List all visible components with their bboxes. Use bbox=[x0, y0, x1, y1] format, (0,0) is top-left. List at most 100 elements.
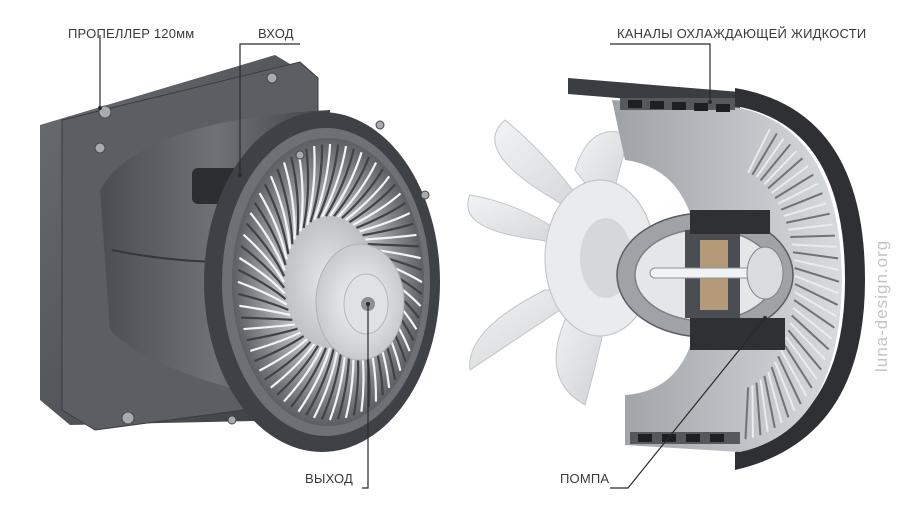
fin bbox=[355, 202, 407, 229]
fin bbox=[302, 148, 310, 229]
coolant-channel bbox=[694, 103, 708, 111]
fin bbox=[239, 304, 291, 317]
leader-dot bbox=[238, 173, 242, 177]
fin bbox=[258, 338, 308, 372]
fin bbox=[759, 143, 791, 182]
fin bbox=[792, 307, 833, 340]
fin bbox=[312, 346, 340, 419]
fin bbox=[276, 345, 320, 396]
screw bbox=[98, 105, 112, 119]
fin bbox=[744, 387, 750, 440]
fin bbox=[290, 156, 300, 236]
fin bbox=[249, 331, 301, 352]
screw bbox=[121, 411, 135, 425]
fin bbox=[317, 144, 340, 219]
fin bbox=[791, 243, 837, 248]
fin bbox=[337, 162, 378, 218]
fin bbox=[759, 379, 769, 433]
fin bbox=[777, 355, 802, 405]
screw bbox=[227, 415, 237, 425]
fin bbox=[283, 162, 296, 240]
fin bbox=[305, 146, 316, 226]
leader-outlet bbox=[362, 304, 369, 489]
coolant-channel bbox=[716, 104, 730, 112]
fin bbox=[780, 349, 808, 397]
leader-dot bbox=[708, 100, 712, 104]
outer-housing-arc bbox=[735, 88, 865, 470]
fin bbox=[793, 299, 835, 329]
fin bbox=[365, 233, 417, 241]
fin bbox=[269, 175, 292, 250]
fin bbox=[348, 183, 396, 224]
fin bbox=[794, 291, 837, 318]
pump-shaft bbox=[649, 267, 761, 279]
fin bbox=[264, 183, 290, 255]
fin bbox=[345, 175, 391, 221]
fin bbox=[258, 192, 288, 260]
fin bbox=[237, 268, 287, 300]
fin bbox=[367, 243, 419, 248]
fin bbox=[794, 283, 839, 306]
fin bbox=[242, 233, 285, 283]
fin bbox=[791, 314, 830, 351]
fin bbox=[253, 202, 287, 266]
fin bbox=[352, 192, 402, 226]
fin bbox=[774, 361, 796, 412]
fin bbox=[751, 385, 754, 438]
fin bbox=[767, 157, 804, 190]
fin bbox=[245, 222, 286, 277]
fin bbox=[774, 173, 814, 199]
fin bbox=[782, 343, 813, 389]
fin bbox=[297, 152, 304, 232]
fin bbox=[790, 234, 835, 239]
label-propeller: ПРОПЕЛЛЕР 120мм bbox=[68, 26, 195, 41]
leader-pump bbox=[610, 317, 766, 489]
leader-dots bbox=[98, 100, 767, 320]
fin bbox=[755, 382, 762, 436]
leader-dot bbox=[366, 302, 370, 306]
fin bbox=[341, 168, 384, 220]
label-outlet: ВЫХОД bbox=[305, 471, 354, 486]
screw bbox=[94, 142, 106, 154]
fin bbox=[321, 145, 348, 218]
fin bbox=[785, 336, 818, 380]
fin bbox=[238, 256, 286, 295]
fin bbox=[794, 275, 840, 295]
coolant-channel bbox=[686, 434, 700, 442]
fin bbox=[297, 347, 332, 413]
pump-block bbox=[690, 318, 785, 350]
fin bbox=[359, 212, 411, 233]
fin bbox=[792, 251, 839, 260]
fin bbox=[783, 202, 827, 218]
fin bbox=[305, 347, 336, 416]
fin bbox=[246, 327, 298, 342]
cutaway-cooler bbox=[467, 78, 865, 470]
fin bbox=[793, 259, 840, 271]
fin bbox=[763, 375, 776, 429]
fin bbox=[325, 148, 355, 217]
leader-dot bbox=[763, 316, 767, 320]
fin bbox=[751, 132, 778, 176]
leader-inlet bbox=[239, 43, 300, 175]
fin bbox=[771, 165, 809, 194]
cutaway-fins bbox=[744, 128, 840, 440]
fin bbox=[249, 212, 286, 271]
leader-lines bbox=[99, 35, 766, 489]
coolant-channel bbox=[672, 102, 686, 110]
fin bbox=[290, 347, 328, 408]
fin bbox=[789, 322, 826, 361]
fin bbox=[254, 335, 305, 363]
fin bbox=[270, 343, 316, 389]
assembled-cooler bbox=[40, 55, 440, 452]
leader-dot bbox=[98, 106, 102, 110]
fin bbox=[787, 329, 822, 371]
label-pump: ПОМПА bbox=[560, 471, 610, 486]
screw bbox=[420, 190, 430, 200]
fin bbox=[747, 128, 771, 174]
fin bbox=[237, 280, 288, 306]
fin bbox=[264, 341, 312, 381]
fin bbox=[770, 366, 790, 418]
fin bbox=[238, 292, 289, 311]
fin bbox=[240, 245, 286, 289]
pump-impeller bbox=[746, 246, 784, 300]
